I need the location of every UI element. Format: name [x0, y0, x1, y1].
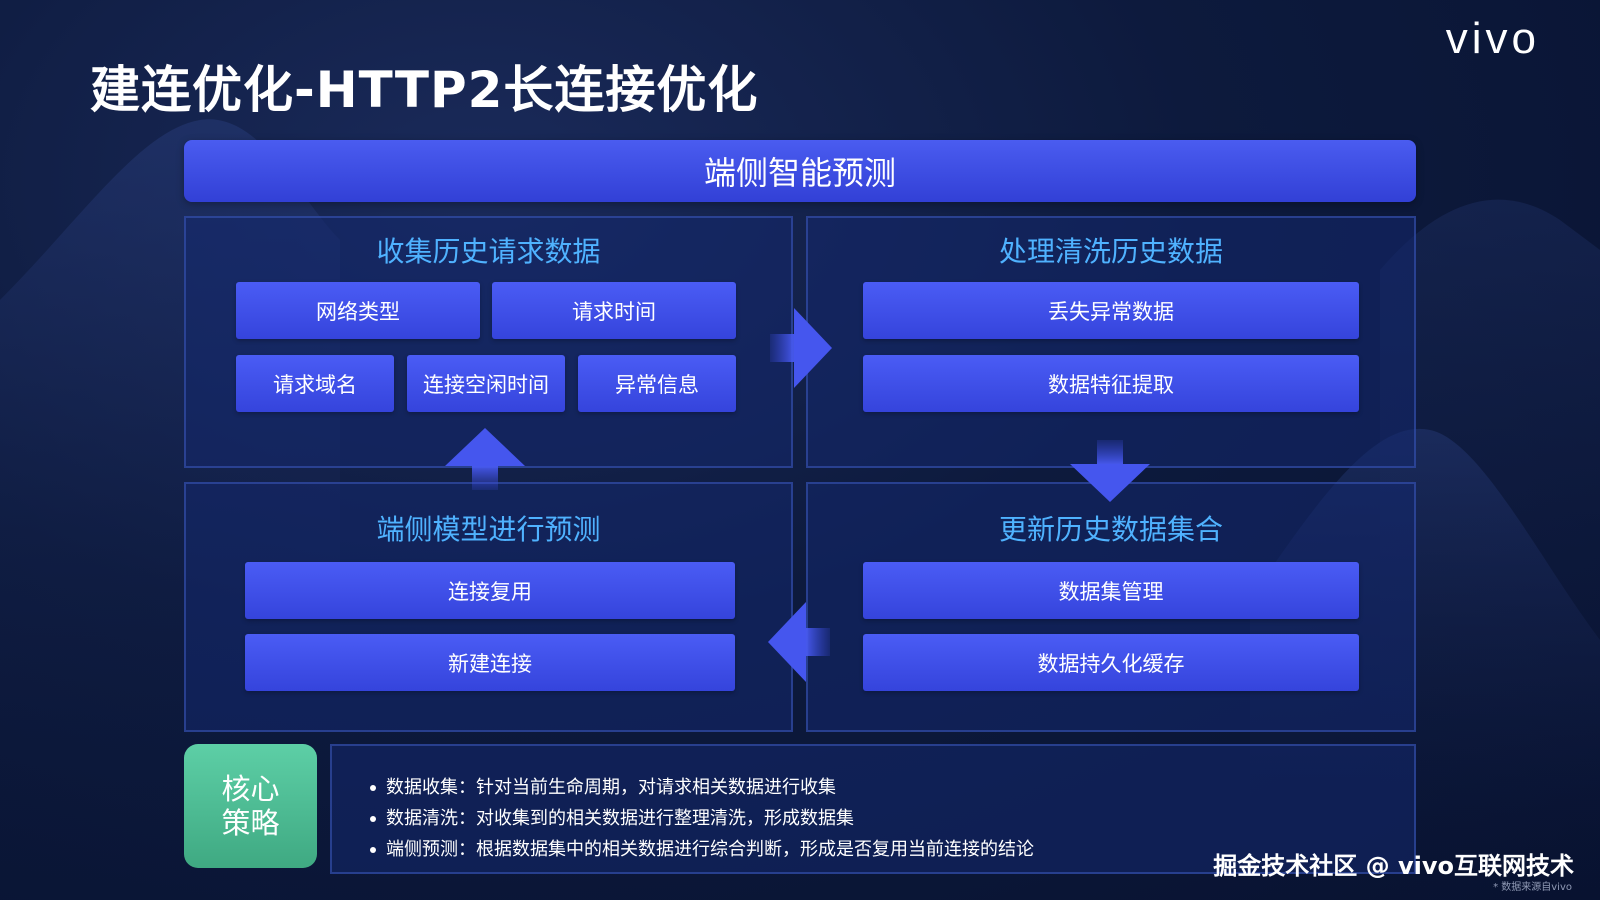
- top-bar-banner: 端侧智能预测: [184, 140, 1416, 202]
- btn-connection-reuse: 连接复用: [245, 562, 735, 619]
- notes-list: 数据收集：针对当前生命周期，对请求相关数据进行收集 数据清洗：对收集到的相关数据…: [370, 772, 1414, 865]
- arrow-right-icon: [770, 308, 832, 388]
- core-strategy-badge: 核心 策略: [184, 744, 317, 868]
- btn-request-domain: 请求域名: [236, 355, 394, 412]
- vivo-logo: vivo: [1445, 14, 1540, 63]
- page-title: 建连优化-HTTP2长连接优化: [90, 61, 759, 119]
- arrow-down-icon: [1070, 440, 1150, 502]
- btn-feature-extraction: 数据特征提取: [863, 355, 1359, 412]
- panel-update-title: 更新历史数据集合: [998, 513, 1223, 546]
- btn-persistent-cache: 数据持久化缓存: [863, 634, 1359, 691]
- panel-predict: 端侧模型进行预测 连接复用 新建连接: [184, 482, 793, 732]
- core-line-1: 核心: [221, 772, 280, 806]
- btn-request-time: 请求时间: [492, 282, 736, 339]
- source-note: * 数据来源自vivo: [1493, 882, 1572, 893]
- btn-new-connection: 新建连接: [245, 634, 735, 691]
- arrow-up-icon: [445, 428, 525, 490]
- watermark: 掘金技术社区 @ vivo互联网技术: [1213, 852, 1574, 880]
- btn-dataset-management: 数据集管理: [863, 562, 1359, 619]
- note-item: 数据收集：针对当前生命周期，对请求相关数据进行收集: [370, 772, 1414, 803]
- panel-collect: 收集历史请求数据 网络类型 请求时间 请求域名 连接空闲时间 异常信息: [184, 216, 793, 468]
- btn-network-type: 网络类型: [236, 282, 480, 339]
- panel-collect-title: 收集历史请求数据: [376, 235, 601, 268]
- panel-update: 更新历史数据集合 数据集管理 数据持久化缓存: [806, 482, 1416, 732]
- panel-process: 处理清洗历史数据 丢失异常数据 数据特征提取: [806, 216, 1416, 468]
- panel-predict-title: 端侧模型进行预测: [376, 513, 601, 546]
- note-item: 端侧预测：根据数据集中的相关数据进行综合判断，形成是否复用当前连接的结论: [370, 834, 1414, 865]
- btn-exception-info: 异常信息: [578, 355, 736, 412]
- btn-idle-time: 连接空闲时间: [407, 355, 565, 412]
- arrow-left-icon: [768, 602, 830, 682]
- strategy-notes: 数据收集：针对当前生命周期，对请求相关数据进行收集 数据清洗：对收集到的相关数据…: [330, 744, 1416, 874]
- note-item: 数据清洗：对收集到的相关数据进行整理清洗，形成数据集: [370, 803, 1414, 834]
- core-line-2: 策略: [221, 806, 280, 840]
- panel-process-title: 处理清洗历史数据: [998, 235, 1223, 268]
- btn-drop-exception-data: 丢失异常数据: [863, 282, 1359, 339]
